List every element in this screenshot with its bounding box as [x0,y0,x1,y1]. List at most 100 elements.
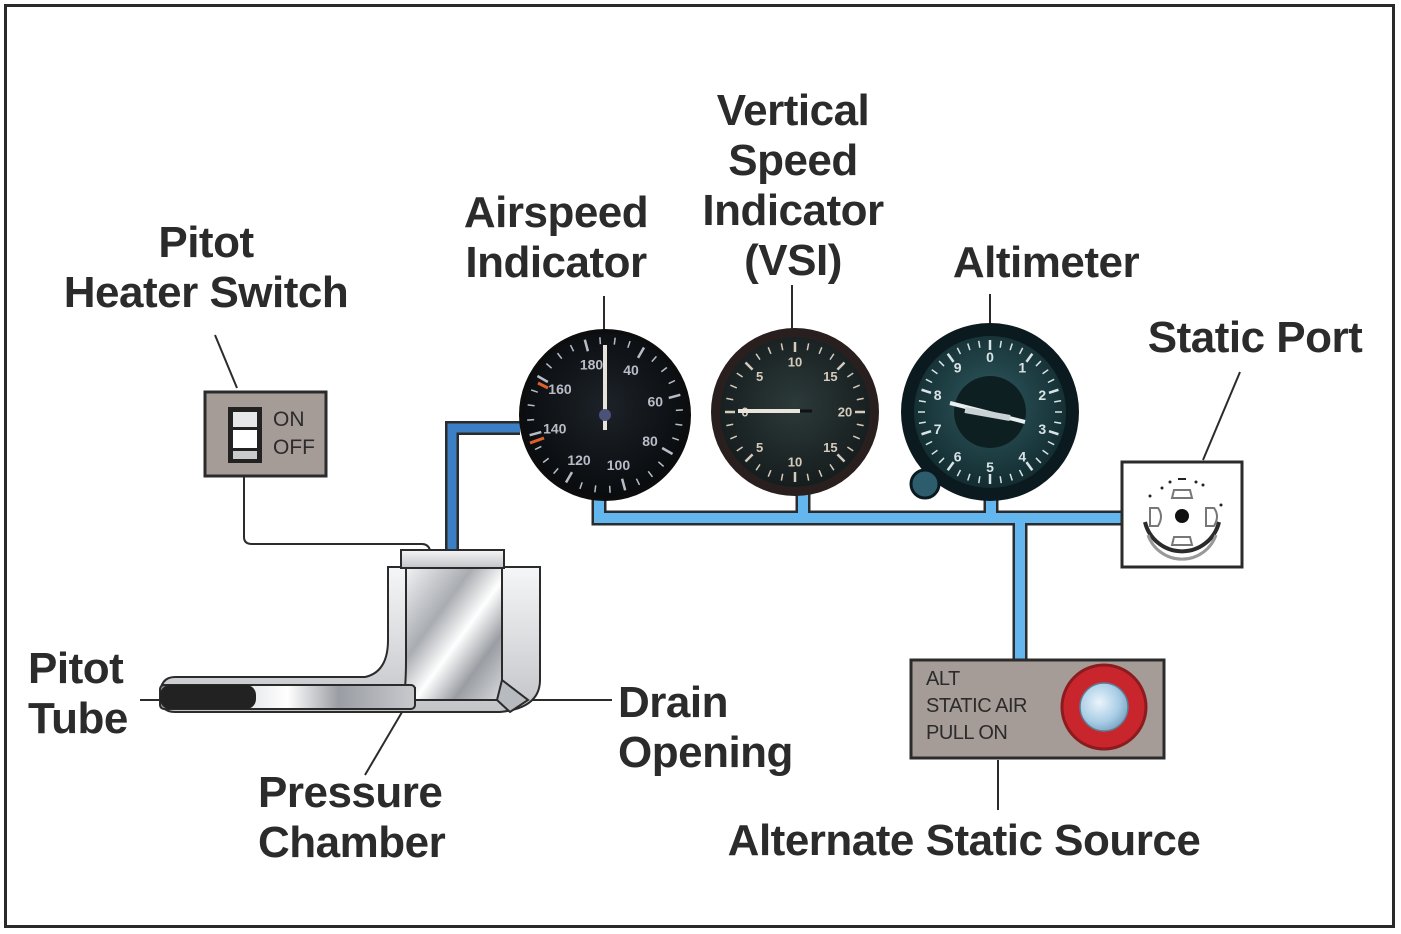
vsi-tick [744,453,754,463]
altimeter-tick [931,449,938,455]
airspeed-tick [583,339,590,352]
vsi-tick [856,397,864,401]
airspeed-tick [542,457,550,464]
label-line: Altimeter [952,238,1140,287]
leader-static-port [1202,371,1241,461]
altimeter-tick [1054,421,1062,425]
vsi-tick [829,353,835,361]
altimeter-tick [1009,343,1013,351]
label-pitot-tube: Pitot Tube [28,644,128,744]
altimeter-tick-label: 9 [954,359,962,375]
airspeed-tick [668,393,681,400]
airspeed-tick [627,340,631,349]
airspeed-tick [647,470,654,478]
altimeter-tick [956,469,962,477]
altimeter-tick [1042,449,1049,455]
vsi-tick-label: 10 [788,355,802,370]
heater-wire [243,477,431,551]
pitot-heater-switch[interactable] [203,390,328,478]
altimeter-tick [925,440,933,446]
airspeed-tick [636,346,646,359]
alt-static-line: STATIC AIR [926,695,1027,717]
vsi-tick [836,361,846,371]
vsi-tick [744,361,754,371]
airspeed-tick [657,461,665,467]
altimeter-tick [925,378,933,384]
airspeed-tick-label: 140 [543,420,567,436]
altimeter-tick [999,476,1003,484]
label-line: Vertical [716,86,870,135]
altimeter-tick-label: 8 [934,387,942,403]
altimeter-tick-label: 0 [986,349,994,365]
altimeter-tick [938,457,945,464]
leader-pitot-heater [214,334,238,389]
altimeter-tick [977,476,981,484]
airspeed-tick [671,437,680,441]
vsi-tick [736,372,744,378]
label-line: Heater Switch [63,268,349,317]
vsi-tick [767,469,772,477]
vsi-tick-label: 5 [756,440,763,455]
altimeter-tick [967,473,971,481]
altimeter-tick [1047,440,1055,446]
vsi-tick-label: 15 [823,440,837,455]
airspeed-tick-label: 40 [623,362,639,378]
vsi-tick [755,463,761,471]
label-drain-opening: Drain Opening [618,678,793,778]
airspeed-tick [613,337,616,345]
altimeter-tick [1035,457,1042,464]
label-altimeter: Altimeter [938,238,1154,288]
airspeed-tick [556,352,563,360]
altimeter-tick [977,340,981,348]
label-line: Drain [618,678,728,727]
alt-static-panel [909,658,1166,760]
airspeed-tick [661,446,674,456]
label-airspeed-indicator: Airspeed Indicator [448,188,664,288]
airspeed-tick [536,374,549,384]
pitot-line [445,421,520,552]
vsi-tick [829,463,835,471]
vsi-tick-label: 20 [838,405,852,420]
altimeter-tick [999,340,1003,348]
alt-static-line: ALT [926,668,960,690]
altimeter-knob[interactable] [909,468,941,500]
switch-off-label: OFF [273,436,315,459]
airspeed-tick-label: 180 [580,357,604,373]
altimeter-tick [1048,388,1059,395]
airspeed-tick-label: 60 [647,393,663,409]
label-line: Pressure [258,768,443,817]
altimeter-tick [918,421,926,425]
airspeed-tick [527,404,535,407]
vsi-tick-label: 5 [756,369,763,384]
vsi-tick [755,353,761,361]
airspeed-tick [529,430,542,437]
vsi-tick [852,435,860,440]
label-line: Airspeed [463,188,649,237]
label-line: Pitot [158,218,254,267]
altimeter-tick [1018,347,1024,355]
alt-static-line: PULL ON [926,722,1008,744]
airspeed-tick [553,467,559,475]
altimeter-tick [931,369,938,375]
altimeter-tick [956,347,962,355]
label-line: Alternate Static Source [727,816,1201,865]
label-pressure-chamber: Pressure Chamber [258,768,446,868]
airspeed-tick-label: 160 [548,381,572,397]
airspeed-hub [599,409,611,421]
altimeter-tick [1018,469,1024,477]
altimeter-tick [918,399,926,403]
altimeter-tick [1048,429,1059,436]
airspeed-tick [579,481,583,490]
label-line: Indicator [465,238,647,287]
vsi-tick [726,397,734,401]
vsi-tick-label: 15 [823,369,837,384]
altimeter-tick [1054,399,1062,403]
altimeter-tick [1035,360,1042,367]
vsi-tick [836,453,846,463]
airspeed-tick-label: 120 [567,452,591,468]
airspeed-tick [545,363,553,369]
